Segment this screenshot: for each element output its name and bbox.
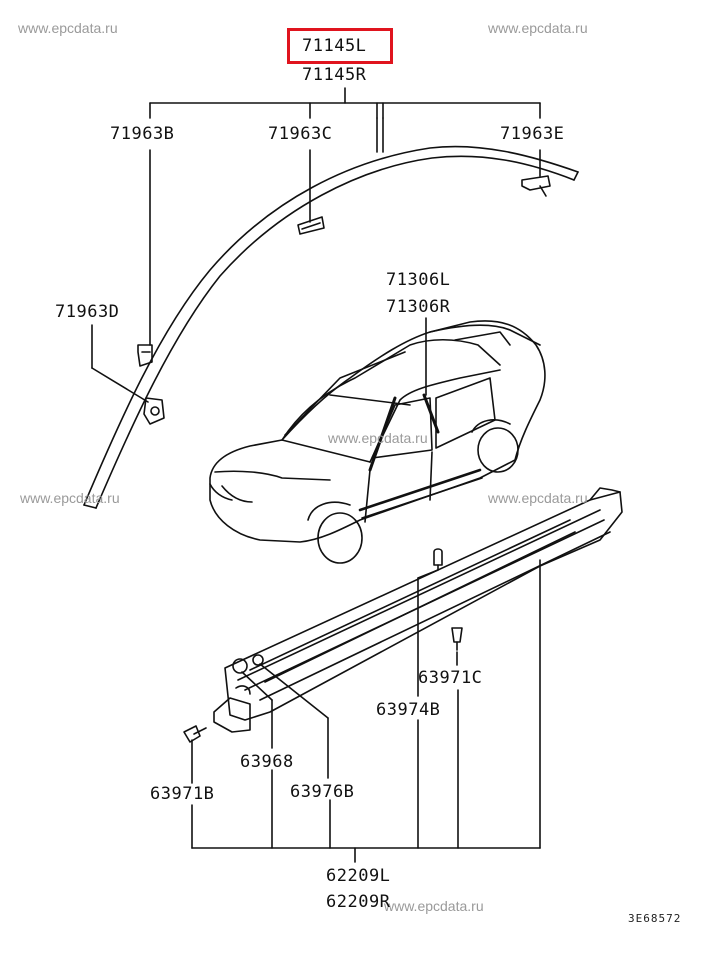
watermark: www.epcdata.ru xyxy=(488,20,588,36)
part-label-63971C[interactable]: 63971C xyxy=(418,668,483,688)
leader-71963D xyxy=(91,324,165,425)
part-label-71963E[interactable]: 71963E xyxy=(500,124,565,144)
part-label-62209L[interactable]: 62209L xyxy=(326,866,391,886)
part-label-71963B[interactable]: 71963B xyxy=(110,124,175,144)
diagram-code: 3E68572 xyxy=(628,912,682,925)
part-label-63976B[interactable]: 63976B xyxy=(290,782,355,802)
part-label-71145L[interactable]: 71145L xyxy=(302,36,367,56)
watermark: www.epcdata.ru xyxy=(18,20,118,36)
side-sill-garnish xyxy=(213,487,623,733)
part-label-63971B[interactable]: 63971B xyxy=(150,784,215,804)
leader-71963B xyxy=(137,149,153,367)
watermark: www.epcdata.ru xyxy=(328,430,428,446)
leader-71963E xyxy=(521,149,551,197)
part-label-62209R[interactable]: 62209R xyxy=(326,892,391,912)
part-label-71145R[interactable]: 71145R xyxy=(302,65,367,85)
screw-63971B xyxy=(183,725,207,743)
part-label-71963C[interactable]: 71963C xyxy=(268,124,333,144)
screw-63971C xyxy=(451,627,463,651)
watermark: www.epcdata.ru xyxy=(488,490,588,506)
roof-moulding-strip xyxy=(83,145,579,509)
part-label-71306R[interactable]: 71306R xyxy=(386,297,451,317)
part-highlight-box xyxy=(287,28,393,64)
watermark: www.epcdata.ru xyxy=(384,898,484,914)
watermark: www.epcdata.ru xyxy=(20,490,120,506)
part-label-63974B[interactable]: 63974B xyxy=(376,700,441,720)
leader-71963C xyxy=(297,149,325,235)
leader-71145 xyxy=(149,87,541,153)
leader-62209 xyxy=(191,559,541,863)
car-illustration xyxy=(209,320,546,564)
part-label-71963D[interactable]: 71963D xyxy=(55,302,120,322)
part-label-71306L[interactable]: 71306L xyxy=(386,270,451,290)
part-label-63968[interactable]: 63968 xyxy=(240,752,294,772)
clip-63974B xyxy=(433,548,443,571)
